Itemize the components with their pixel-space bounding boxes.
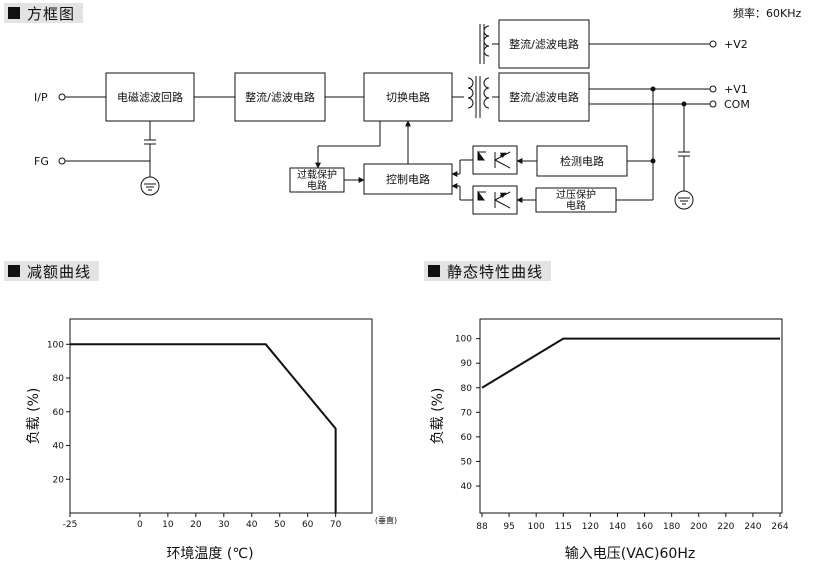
- derating-x-tick-label: 10: [162, 520, 174, 530]
- black-square-icon: [8, 265, 20, 277]
- ground-icon: [140, 176, 160, 196]
- static-x-tick-label: 140: [609, 522, 626, 532]
- static-y-label: 负载 (%): [430, 388, 446, 445]
- derating-x-tick-label: 30: [218, 520, 230, 530]
- fg-terminal: [58, 157, 66, 165]
- derating-x-tick-label: 20: [190, 520, 202, 530]
- com-label: COM: [724, 98, 750, 111]
- static-plot-frame: [479, 318, 783, 514]
- olp-label-line2: 电路: [307, 179, 327, 192]
- static-x-tick-label: 200: [690, 522, 707, 532]
- block-diagram: [58, 19, 717, 215]
- control-label: 控制电路: [386, 172, 430, 186]
- derating-y-tick-label: 80: [53, 374, 65, 384]
- static-x-tick-label: 160: [636, 522, 653, 532]
- derating-y-tick-label: 60: [53, 408, 65, 418]
- static-y-tick-label: 70: [461, 408, 473, 418]
- detect-label: 检测电路: [560, 154, 604, 168]
- derating-x-unit: (垂直): [375, 515, 397, 525]
- ovp-label-line2: 电路: [566, 199, 586, 212]
- static-y-tick-label: 50: [461, 457, 473, 467]
- rectifier-label-v1: 整流/滤波电路: [509, 90, 579, 104]
- derating-y-tick-label: 40: [53, 442, 65, 452]
- v1-terminal: [709, 85, 717, 93]
- static-x-tick-label: 95: [503, 522, 514, 532]
- black-square-icon: [428, 265, 440, 277]
- derating-x-tick-label: 0: [137, 520, 143, 530]
- olp-label-line1: 过载保护: [297, 168, 337, 181]
- derating-y-label: 负载 (%): [26, 388, 42, 445]
- static-x-tick-label: 264: [771, 522, 788, 532]
- static-y-tick-label: 80: [461, 384, 473, 394]
- static-series-line: [481, 337, 780, 389]
- emi-filter-label: 电磁滤波回路: [117, 91, 183, 104]
- static-x-tick-label: 88: [476, 522, 488, 532]
- section-header-static: 静态特性曲线: [424, 261, 552, 281]
- ground-icon: [674, 190, 694, 210]
- section-title: 方框图: [27, 4, 76, 23]
- derating-x-tick-label: 40: [246, 520, 258, 530]
- ovp-label-line1: 过压保护: [556, 188, 596, 201]
- derating-plot-frame: [69, 318, 373, 514]
- static-x-tick-label: 120: [582, 522, 599, 532]
- static-x-tick-label: 240: [744, 522, 761, 532]
- black-square-icon: [8, 7, 20, 19]
- com-terminal: [709, 100, 717, 108]
- section-title: 减额曲线: [27, 262, 92, 281]
- v1-label: +V1: [724, 83, 748, 96]
- static-x-tick-label: 100: [528, 522, 545, 532]
- v2-terminal: [709, 40, 717, 48]
- static-y-tick-label: 40: [461, 482, 473, 492]
- static-y-tick-label: 90: [461, 359, 473, 369]
- static-chart: 88 95 100 115 120 140 160 180 200 220 240 264 40 50 6…: [430, 318, 789, 562]
- frequency-label: 频率：60KHz: [733, 6, 801, 20]
- derating-y-tick-label: 20: [53, 475, 65, 485]
- optocoupler-symbol: [477, 150, 511, 209]
- static-x-tick-label: 180: [663, 522, 680, 532]
- switching-label: 切换电路: [386, 90, 430, 104]
- ip-label: I/P: [34, 91, 48, 104]
- ip-terminal: [58, 93, 66, 101]
- v2-label: +V2: [724, 38, 748, 51]
- derating-series-line: [70, 343, 337, 513]
- static-x-tick-label: 220: [717, 522, 734, 532]
- static-x-tick-label: 115: [555, 522, 572, 532]
- section-header-derating: 减额曲线: [4, 261, 100, 281]
- fg-label: FG: [34, 155, 49, 168]
- static-x-label: 输入电压(VAC)60Hz: [565, 546, 695, 562]
- derating-x-tick-label: 60: [302, 520, 314, 530]
- derating-x-tick-label: -25: [63, 520, 78, 530]
- section-title: 静态特性曲线: [447, 262, 544, 281]
- derating-x-tick-label: 50: [274, 520, 286, 530]
- rectifier-label-1: 整流/滤波电路: [245, 90, 315, 104]
- derating-x-label: 环境温度 (℃): [166, 546, 253, 562]
- static-y-tick-label: 100: [455, 335, 472, 345]
- rectifier-label-v2: 整流/滤波电路: [509, 37, 579, 51]
- section-header-block-diagram: 方框图: [4, 3, 84, 23]
- static-y-tick-label: 60: [461, 433, 473, 443]
- derating-x-tick-label: 70: [330, 520, 342, 530]
- derating-chart: -25 0 10 20 30 40 50 60 70 20 40 60 80 100 (垂直) 环境温度…: [26, 318, 397, 562]
- derating-y-tick-label: 100: [47, 340, 64, 350]
